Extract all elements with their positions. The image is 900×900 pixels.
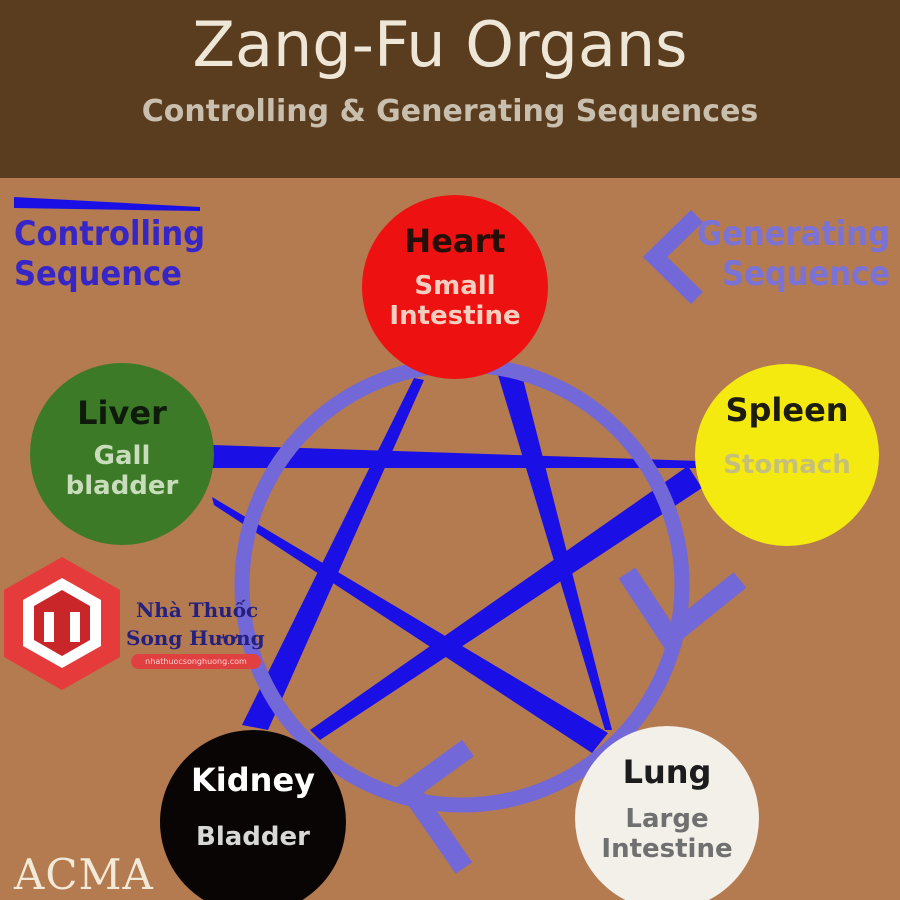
generating-legend-label: Generating Sequence (697, 214, 890, 294)
diagram-title: Zang-Fu Organs (192, 8, 688, 81)
pharmacy-url: nhathuocsonghuong.com (131, 654, 261, 669)
generating-legend-line1: Generating (697, 214, 890, 254)
pharmacy-brand-name: Nhà Thuốc Song Hương (126, 596, 265, 652)
organ-spleen-sub1: Stomach (723, 450, 851, 480)
controlling-legend-line1: Controlling (14, 214, 206, 254)
generating-legend-line2: Sequence (722, 254, 890, 294)
organ-liver-sub1: Gall (93, 441, 151, 471)
organ-heart-name: Heart (404, 222, 506, 260)
generating-legend-chevron (642, 209, 703, 305)
acma-logo: ACMA (14, 850, 154, 899)
controlling-legend-line2: Sequence (14, 254, 182, 294)
controlling-legend-label: Controlling Sequence (14, 214, 205, 294)
organ-spleen-name: Spleen (725, 391, 849, 429)
controlling-legend-line (14, 197, 200, 211)
organ-lung-name: Lung (622, 753, 712, 791)
controlling-kidney-heart (242, 378, 424, 730)
controlling-liver-spleen (212, 445, 700, 468)
pharmacy-brand-line1: Nhà Thuốc (136, 598, 259, 622)
organ-kidney-name: Kidney (190, 761, 315, 799)
generating-arrow-bottom (396, 739, 474, 874)
organ-lung: Lung Large Intestine (575, 726, 759, 900)
organ-kidney-sub1: Bladder (196, 822, 310, 852)
pharmacy-cube-logo (4, 557, 120, 690)
organ-heart-sub2: Intestine (389, 301, 521, 331)
controlling-lung-liver (212, 497, 608, 753)
pharmacy-brand-line2: Song Hương (126, 626, 265, 650)
controlling-heart-lung (498, 375, 612, 730)
organ-liver-name: Liver (77, 394, 167, 432)
controlling-sequence (212, 375, 702, 753)
organ-liver: Liver Gall bladder (30, 363, 214, 545)
organ-liver-sub2: bladder (65, 471, 179, 501)
organ-heart-sub1: Small (414, 271, 496, 301)
organ-lung-sub2: Intestine (601, 834, 733, 864)
header-banner: Zang-Fu Organs Controlling & Generating … (0, 0, 900, 178)
generating-arrow-right (618, 567, 747, 652)
generating-cycle (234, 357, 690, 813)
organ-kidney: Kidney Bladder (160, 730, 346, 900)
organ-heart: Heart Small Intestine (362, 195, 548, 379)
organ-lung-sub1: Large (625, 804, 709, 834)
diagram-subtitle: Controlling & Generating Sequences (141, 94, 759, 129)
organ-spleen: Spleen Stomach (695, 364, 879, 546)
controlling-spleen-kidney (310, 466, 702, 740)
